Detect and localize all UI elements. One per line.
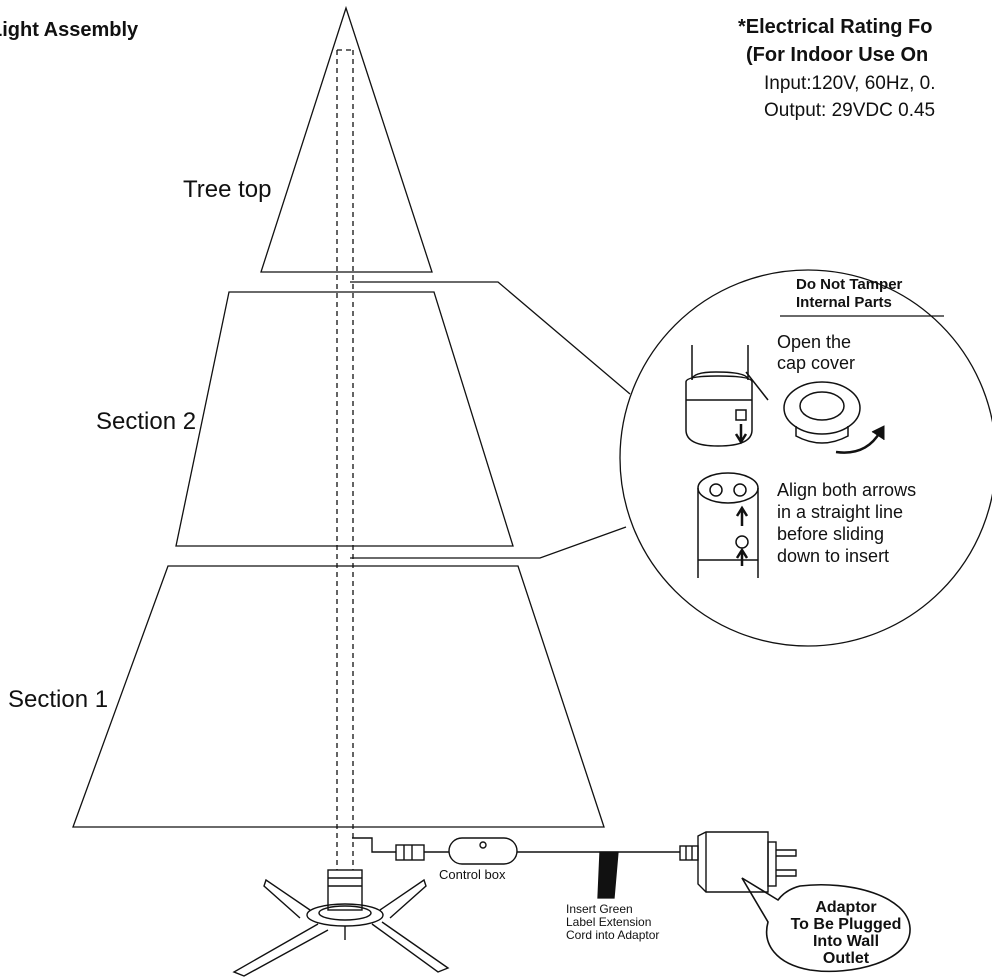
extension-line-3: Cord into Adaptor	[566, 928, 660, 942]
extension-line-2: Label Extension	[566, 915, 652, 929]
control-box-label: Control box	[439, 867, 506, 882]
label-tree-top: Tree top	[183, 176, 272, 203]
cap-cover	[745, 371, 885, 454]
open-cap-line-1: Open the	[777, 332, 852, 352]
warning-line-1: Do Not Tamper	[796, 276, 903, 293]
align-line-4: down to insert	[777, 546, 890, 566]
align-line-2: in a straight line	[777, 502, 904, 522]
rating-output: Output: 29VDC 0.45	[764, 100, 936, 121]
adaptor-callout-bubble	[741, 877, 911, 973]
adaptor-callout-line-2: To Be Plugged	[790, 916, 902, 933]
detail-leader-bottom	[350, 526, 627, 559]
rating-input: Input:120V, 60Hz, 0.	[764, 73, 936, 94]
center-pole	[336, 49, 354, 870]
power-cable	[352, 837, 699, 865]
connector-lower	[697, 472, 759, 578]
label-section-2: Section 2	[96, 408, 197, 435]
control-box	[448, 837, 518, 865]
adaptor-callout-line-1: Adaptor	[815, 899, 877, 916]
detail-circle	[619, 269, 992, 647]
warning-line-2: Internal Parts	[796, 294, 892, 311]
open-cap-line-2: cap cover	[777, 353, 856, 373]
extension-line-1: Insert Green	[566, 902, 633, 916]
rating-subheading: (For Indoor Use On	[746, 44, 929, 66]
adaptor	[697, 831, 797, 893]
extension-cord	[597, 851, 619, 899]
adaptor-callout-line-3: Into Wall	[812, 933, 880, 950]
tree-top-cone	[260, 5, 433, 273]
detail-leader-top	[350, 281, 631, 395]
diagram-title: Light Assembly	[0, 19, 139, 41]
align-line-1: Align both arrows	[777, 480, 917, 500]
section-1-panel	[72, 565, 605, 828]
rating-heading: *Electrical Rating Fo	[738, 16, 933, 38]
section-2-panel	[175, 291, 514, 547]
label-section-1: Section 1	[8, 686, 109, 713]
align-line-3: before sliding	[777, 524, 885, 544]
connector-upper	[685, 345, 753, 447]
base-stand	[232, 869, 450, 977]
adaptor-callout-line-4: Outlet	[822, 950, 870, 967]
